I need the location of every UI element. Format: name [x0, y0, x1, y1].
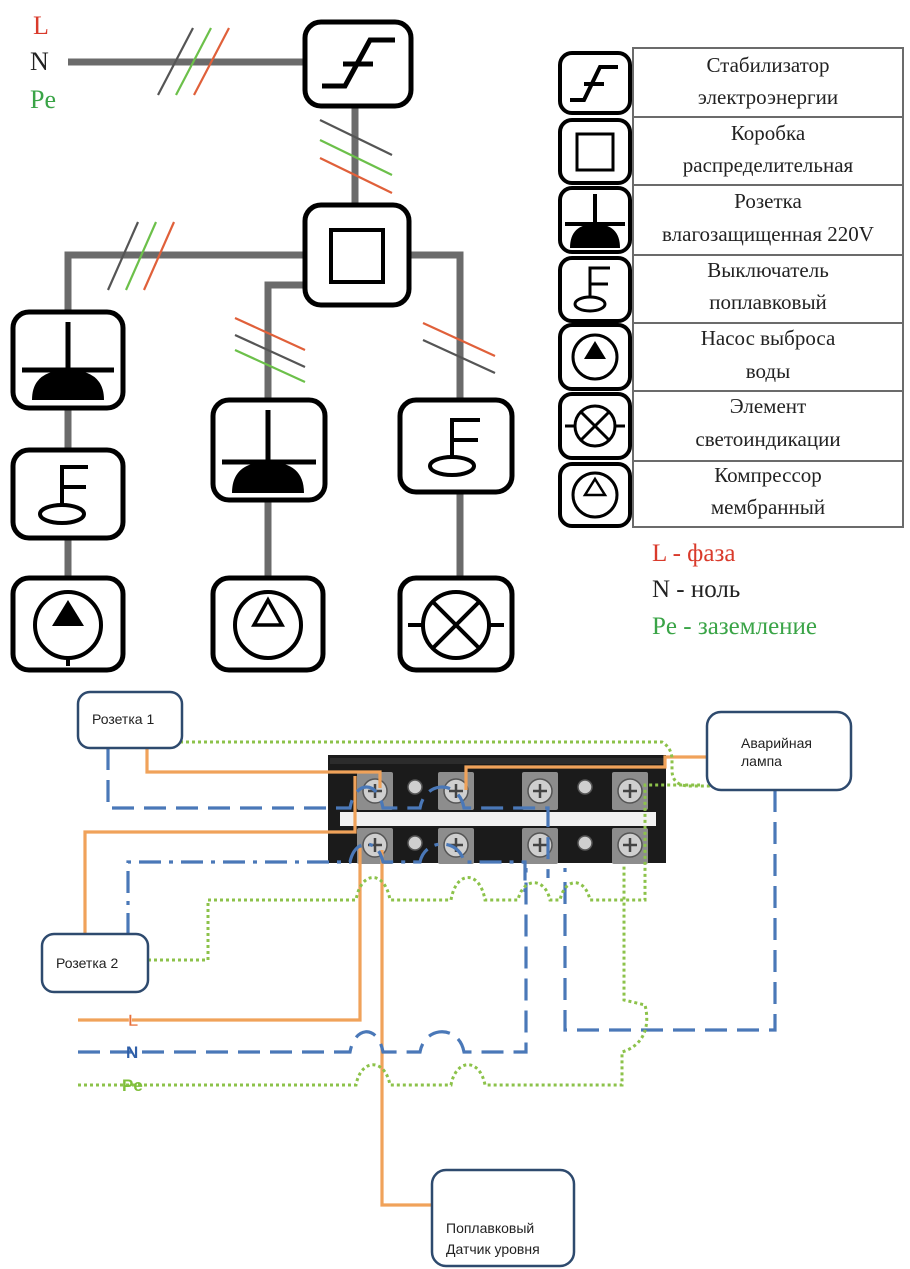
legend-pump-line1: Насос выброса: [701, 326, 836, 350]
float-switch-icon: [397, 397, 515, 495]
float-sensor-label-1: Поплавковый: [446, 1220, 534, 1236]
wiring-input-l: L: [128, 1011, 138, 1030]
legend-switch-line1: Выключатель: [707, 258, 829, 282]
socket-icon: [210, 397, 328, 503]
pump-icon: [10, 575, 126, 673]
stabilizer-icon: [302, 19, 414, 109]
wire-key-ground: Pe - заземление: [652, 613, 817, 640]
legend-compressor-line2: мембранный: [711, 495, 825, 519]
conductor-ticks: [106, 27, 496, 384]
junction-box-icon: [302, 202, 412, 308]
indicator-lamp-icon: [397, 575, 515, 673]
wiring-input-pe: Pe: [122, 1076, 143, 1095]
input-label-n: N: [30, 47, 49, 76]
single-line-wires: [64, 58, 464, 578]
legend-float-switch-icon: [558, 256, 632, 323]
legend-pump-line2: воды: [746, 359, 790, 383]
legend-socket-line1: Розетка: [734, 189, 802, 213]
neutral-wires: [78, 748, 777, 1054]
legend-lamp-line2: светоиндикации: [695, 427, 840, 451]
socket-2-label: Розетка 2: [56, 955, 118, 971]
legend-stabilizer-line2: электроэнергии: [698, 85, 838, 109]
legend-compressor-line1: Компрессор: [714, 463, 822, 487]
float-switch-icon: [10, 447, 126, 541]
socket-1-label: Розетка 1: [92, 711, 154, 727]
legend-stabilizer-icon: [558, 51, 632, 115]
emergency-lamp-box: Аварийная лампа: [705, 710, 853, 792]
legend-indicator-lamp-icon: [558, 392, 632, 460]
emergency-lamp-label-2: лампа: [741, 753, 782, 769]
input-label-pe: Pe: [30, 85, 56, 114]
legend: Стабилизатор электроэнергии Коробка расп…: [558, 47, 904, 528]
legend-stabilizer-line1: Стабилизатор: [706, 53, 829, 77]
float-sensor-label-2: Датчик уровня: [446, 1241, 540, 1257]
legend-junction-box-icon: [558, 118, 632, 185]
phase-wires: [78, 748, 710, 1207]
legend-socket-line2: влагозащищенная 220V: [662, 222, 874, 246]
socket-2-box: Розетка 2: [40, 932, 150, 994]
input-label-l: L: [33, 11, 49, 40]
wire-key-neutral: N - ноль: [652, 576, 740, 603]
legend-pump-icon: [558, 323, 632, 391]
legend-compressor-icon: [558, 462, 632, 528]
emergency-lamp-label-1: Аварийная: [741, 735, 812, 751]
legend-socket-icon: [558, 186, 632, 254]
legend-junction-line2: распределительная: [683, 153, 854, 177]
compressor-icon: [210, 575, 326, 673]
legend-lamp-line1: Элемент: [730, 394, 806, 418]
legend-switch-line2: поплавковый: [709, 290, 827, 314]
socket-1-box: Розетка 1: [76, 690, 184, 750]
ground-wires: [78, 740, 710, 1087]
float-sensor-box: Поплавковый Датчик уровня: [430, 1168, 576, 1268]
wiring-input-n: N: [126, 1043, 138, 1062]
socket-icon: [10, 309, 126, 411]
legend-junction-line1: Коробка: [731, 121, 806, 145]
wire-key-phase: L - фаза: [652, 540, 735, 567]
